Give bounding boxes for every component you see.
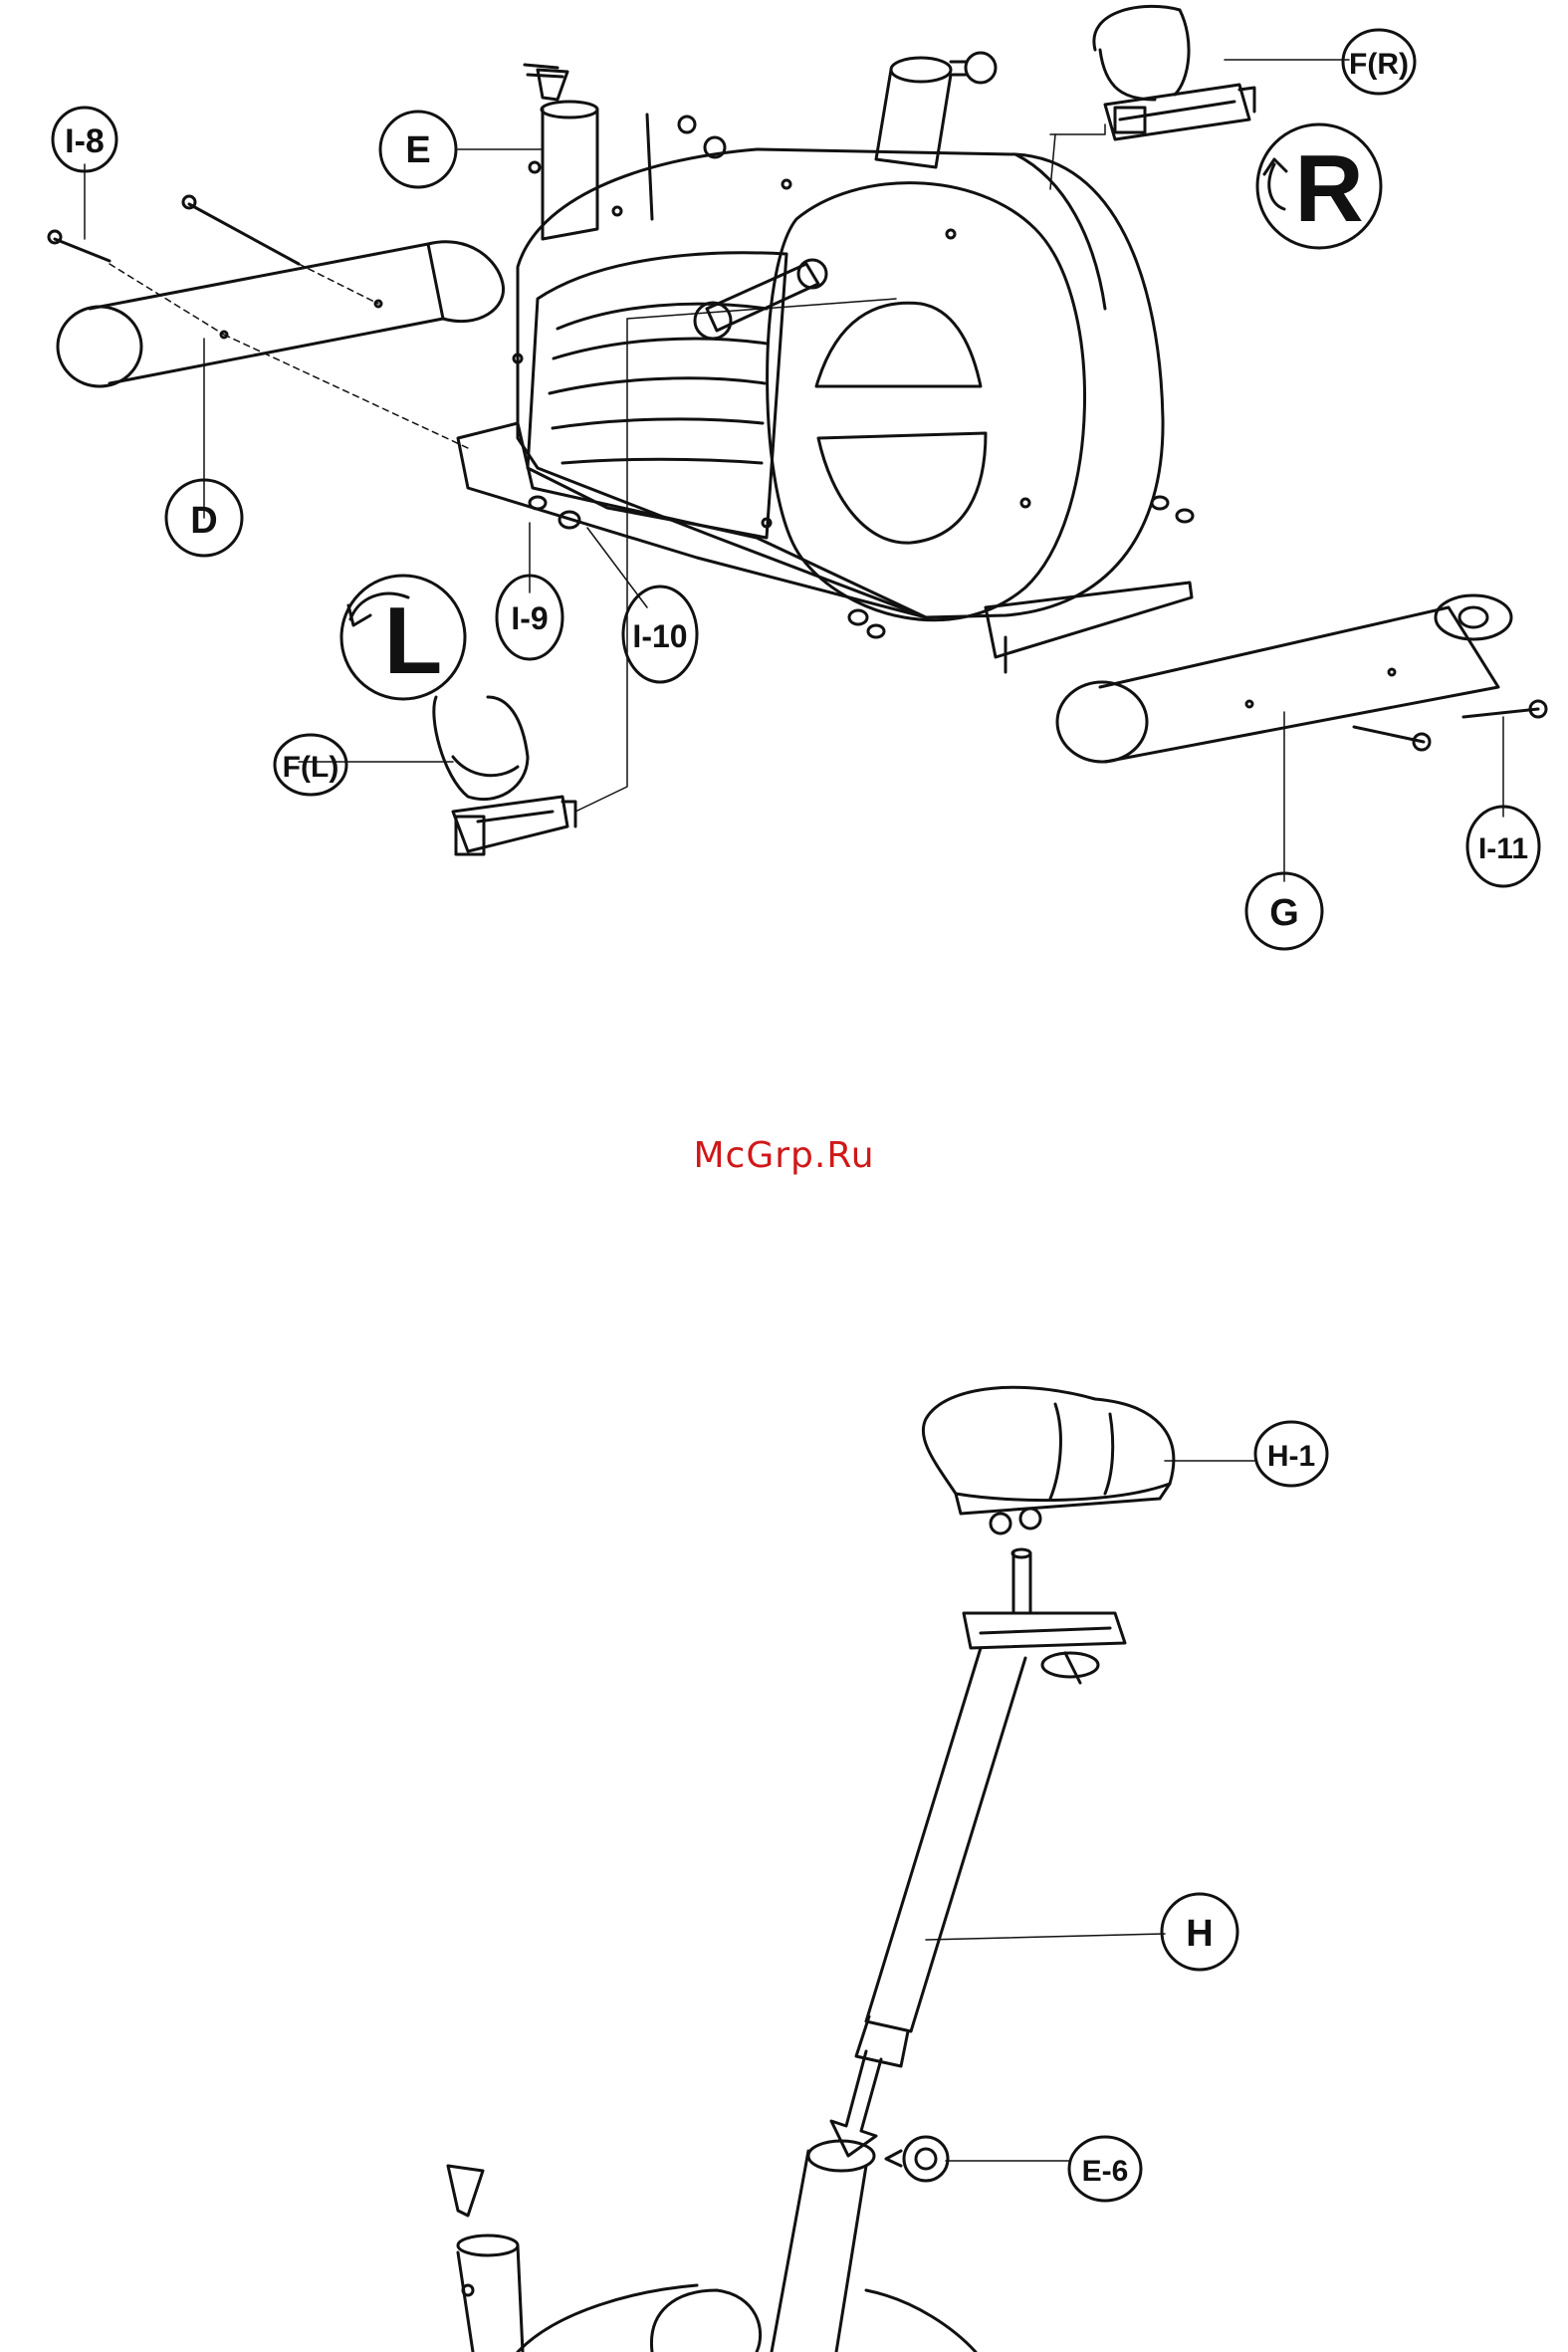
label-h1: H-1 <box>1267 1440 1315 1473</box>
label-d: D <box>190 500 217 542</box>
label-i11: I-11 <box>1478 832 1528 865</box>
label-i8: I-8 <box>65 122 105 160</box>
label-h: H <box>1186 1913 1213 1955</box>
label-i10: I-10 <box>632 618 687 654</box>
seat-post-socket-bottom <box>772 2137 948 2352</box>
seat-post-tube <box>856 1648 1025 2066</box>
front-post-stub-bottom <box>448 2166 523 2352</box>
callout-circles-bottom <box>1069 1422 1327 2201</box>
pedal-right <box>1050 6 1254 189</box>
washer-nut-set <box>530 497 1193 637</box>
housing-top-edge-bottom <box>518 2285 976 2352</box>
label-e: E <box>405 129 430 171</box>
label-fr: F(R) <box>1349 48 1409 81</box>
seat-cushion <box>923 1387 1173 1533</box>
label-r: R <box>1294 135 1363 242</box>
seat-slider <box>964 1549 1125 1683</box>
label-fl: F(L) <box>283 751 339 784</box>
bolt-i8 <box>49 196 468 448</box>
front-stabilizer-tube <box>58 242 504 386</box>
label-e6: E-6 <box>1082 2155 1129 2188</box>
crank-housing-cover <box>458 149 1163 620</box>
leader-lines-bottom <box>926 1461 1256 2161</box>
front-post-stub <box>525 65 652 239</box>
watermark-text: McGrp.Ru <box>0 1135 1568 1176</box>
rear-stabilizer-tube <box>986 583 1546 762</box>
label-i9: I-9 <box>511 600 548 636</box>
seat-post-socket <box>876 53 996 167</box>
cover-bolts <box>679 117 725 157</box>
label-l: L <box>384 588 443 694</box>
label-g: G <box>1269 892 1299 934</box>
